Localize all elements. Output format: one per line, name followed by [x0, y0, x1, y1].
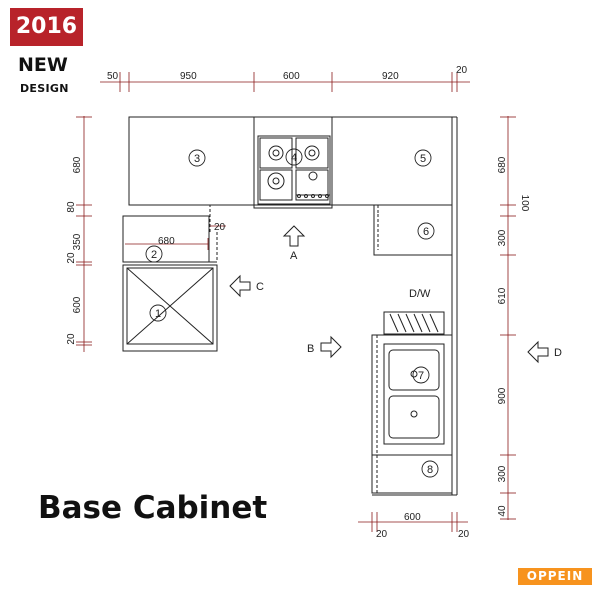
dim-right-3: 610	[497, 287, 508, 304]
inner-dimension	[125, 225, 226, 250]
year-badge: 2016	[10, 8, 83, 46]
dim-top-2: 600	[283, 71, 300, 82]
dim-bottom-2: 20	[458, 529, 470, 540]
dim-right-0: 680	[497, 156, 508, 173]
dim-bottom-1: 600	[404, 512, 421, 523]
dim-left-4: 600	[72, 296, 83, 313]
cabinet-number-6: 6	[423, 226, 429, 238]
dim-top-0: 50	[107, 71, 119, 82]
cabinet-markers	[145, 148, 439, 478]
design-label: DESIGN	[20, 82, 69, 95]
view-arrow-a	[282, 225, 306, 247]
view-arrow-d	[527, 340, 549, 364]
cabinet-number-3: 3	[194, 153, 200, 165]
cabinet-number-7: 7	[418, 370, 424, 382]
view-label-d: D	[554, 347, 562, 359]
cabinet-number-4: 4	[291, 152, 297, 164]
left-cabinet-run	[122, 215, 218, 352]
dim-left-2: 350	[72, 233, 83, 250]
brand-logo: OPPEIN	[518, 568, 592, 585]
plan-caption: Base Cabinet	[38, 490, 268, 526]
top-cabinet-run	[128, 116, 458, 495]
left-dimension-chain	[76, 116, 92, 352]
dim-right-1: 100	[519, 195, 530, 212]
dim-inner-0: 680	[158, 236, 175, 247]
dim-bottom-0: 20	[376, 529, 388, 540]
dim-left-5: 20	[66, 333, 77, 345]
view-label-a: A	[290, 250, 298, 262]
cabinet-number-5: 5	[420, 153, 426, 165]
dim-top-4: 20	[456, 65, 468, 76]
right-cabinet-run	[371, 205, 457, 496]
double-sink	[383, 343, 445, 445]
dim-left-1: 80	[66, 201, 77, 213]
dim-right-4: 900	[497, 387, 508, 404]
dim-right-6: 40	[497, 505, 508, 517]
view-arrow-c	[229, 274, 251, 298]
view-label-b: B	[307, 343, 314, 355]
dim-top-3: 920	[382, 71, 399, 82]
dishwasher-label: D/W	[409, 288, 431, 300]
right-dimension-chain	[500, 116, 516, 520]
gas-cooktop	[257, 135, 331, 205]
dim-right-2: 300	[497, 229, 508, 246]
dim-top-1: 950	[180, 71, 197, 82]
dishwasher	[383, 311, 445, 335]
new-label: NEW	[18, 54, 68, 76]
view-arrow-b	[320, 335, 342, 359]
top-dimension-chain	[100, 72, 470, 92]
cabinet-number-1: 1	[155, 308, 161, 320]
bottom-dimension-chain	[358, 512, 468, 532]
dim-inner-1: 20	[214, 222, 226, 233]
dim-left-3: 20	[66, 252, 77, 264]
dim-right-5: 300	[497, 465, 508, 482]
dim-left-0: 680	[72, 156, 83, 173]
view-label-c: C	[256, 281, 264, 293]
cabinet-number-2: 2	[151, 249, 157, 261]
cabinet-number-8: 8	[427, 464, 433, 476]
